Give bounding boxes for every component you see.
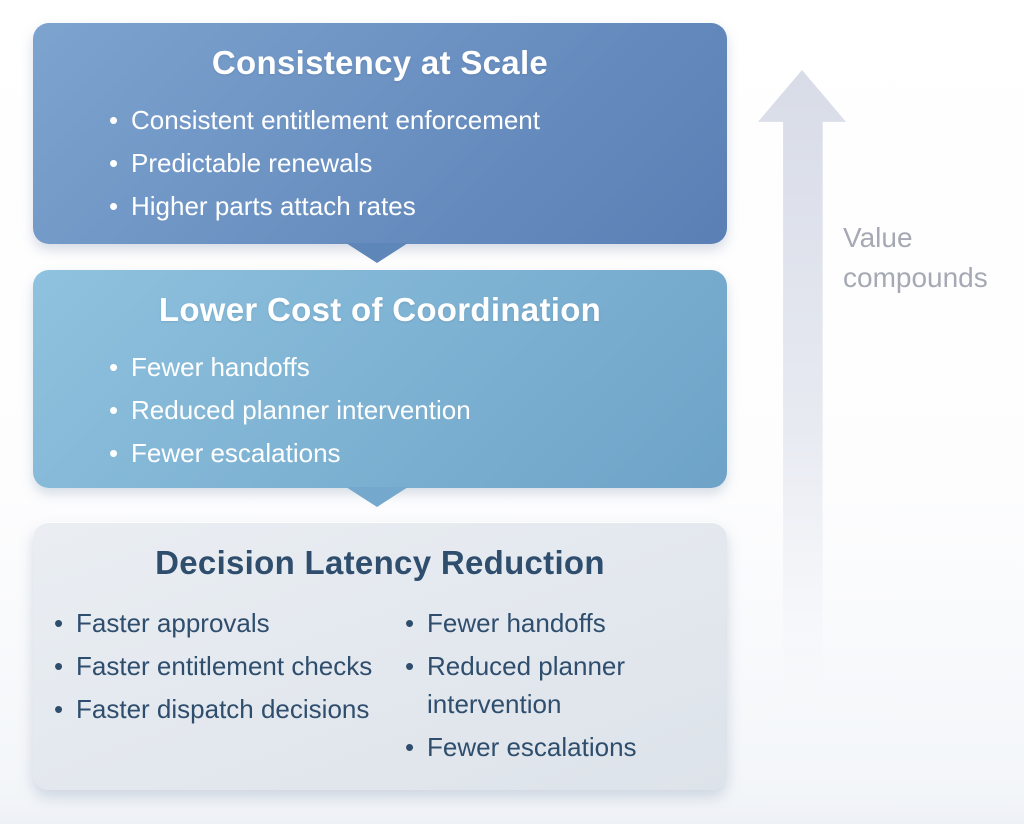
bullet-item: Fewer escalations [109, 432, 727, 475]
bullet-item: Consistent entitlement enforcement [109, 99, 727, 142]
box-title-latency: Decision Latency Reduction [155, 544, 605, 581]
bullet-list-latency-left: Faster approvals Faster entitlement chec… [54, 604, 405, 771]
box-lower-cost-coordination: Lower Cost of Coordination Fewer handoff… [33, 270, 727, 488]
bullet-item: Faster approvals [54, 604, 405, 642]
bullet-list-coordination: Fewer handoffs Reduced planner intervent… [33, 346, 727, 475]
bullet-list-consistency: Consistent entitlement enforcement Predi… [33, 99, 727, 228]
down-pointer-middle-box [346, 487, 408, 507]
bullet-item: Reduced planner intervention [405, 647, 685, 723]
up-arrow-icon [758, 70, 846, 718]
bullet-item: Faster entitlement checks [54, 647, 405, 685]
bullet-item: Reduced planner intervention [109, 389, 727, 432]
bullet-item: Fewer handoffs [405, 604, 685, 642]
box-consistency-at-scale: Consistency at Scale Consistent entitlem… [33, 23, 727, 244]
box-title-consistency: Consistency at Scale [211, 44, 549, 81]
value-compounds-label: Value compounds [843, 222, 988, 293]
bullet-item: Fewer escalations [405, 728, 685, 766]
bullet-item: Higher parts attach rates [109, 185, 727, 228]
bullet-item: Predictable renewals [109, 142, 727, 185]
bullet-item: Faster dispatch decisions [54, 690, 405, 728]
down-pointer-top-box [346, 243, 408, 263]
bullet-list-latency-right: Fewer handoffs Reduced planner intervent… [405, 604, 685, 771]
box-title-coordination: Lower Cost of Coordination [158, 291, 602, 328]
latency-bullet-columns: Faster approvals Faster entitlement chec… [33, 604, 727, 771]
box-decision-latency-reduction: Decision Latency Reduction Faster approv… [33, 522, 727, 790]
bullet-item: Fewer handoffs [109, 346, 727, 389]
